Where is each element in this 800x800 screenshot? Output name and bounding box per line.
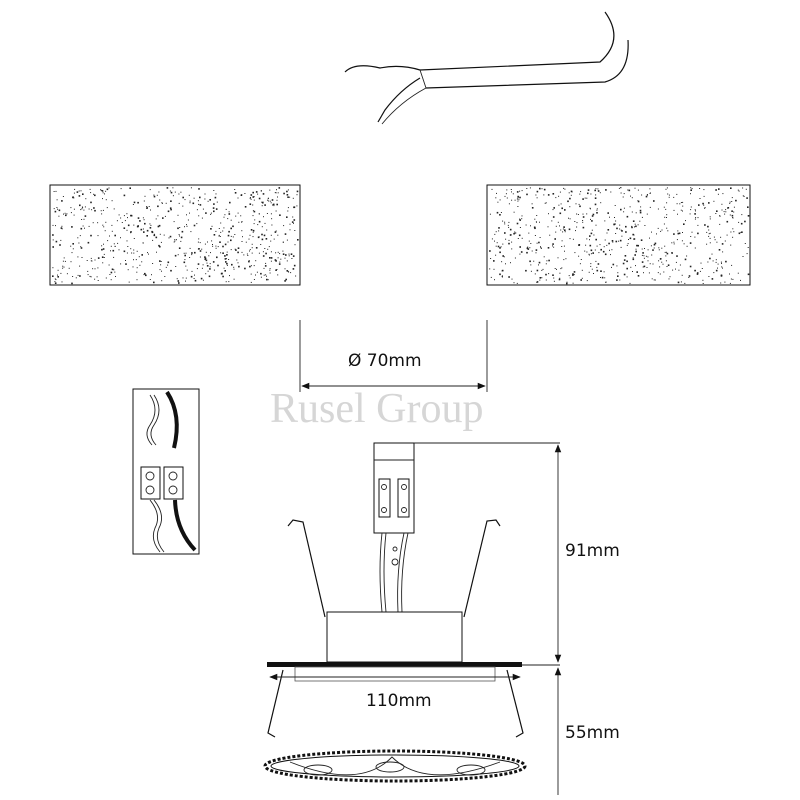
flange-width-label: 110mm xyxy=(366,691,432,711)
wiring-inset xyxy=(132,388,200,555)
power-cable xyxy=(344,11,629,125)
ceiling-left xyxy=(49,184,301,286)
height-above-label: 91mm xyxy=(565,541,620,561)
ceiling-right xyxy=(486,184,751,286)
height-dimension xyxy=(414,442,562,795)
cutout-dimension xyxy=(299,320,488,392)
downlight-fixture xyxy=(263,442,527,783)
height-below-label: 55mm xyxy=(565,723,620,743)
cutout-diameter-label: Ø 70mm xyxy=(348,351,422,371)
watermark: Rusel Group xyxy=(270,386,484,432)
